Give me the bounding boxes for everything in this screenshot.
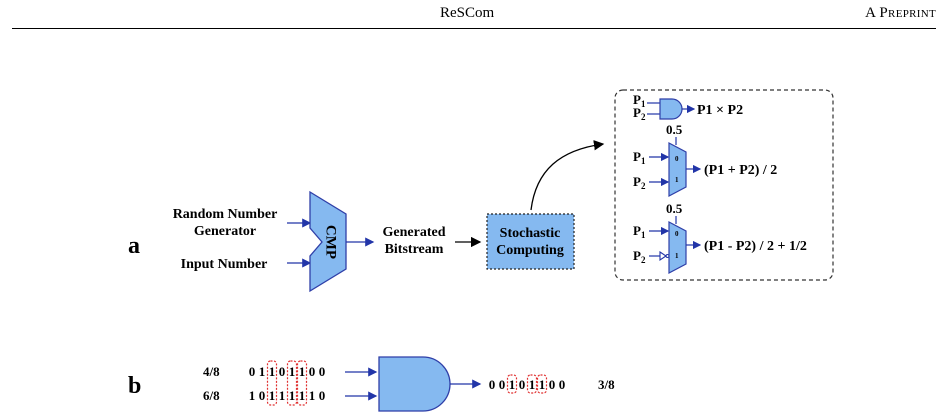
out-bit: 0: [549, 377, 556, 392]
in1-bit: 1: [299, 364, 306, 379]
in1-bit: 0: [319, 364, 326, 379]
out-bit: 1: [529, 377, 536, 392]
and-result: P1 × P2: [697, 103, 743, 118]
out-bit: 0: [489, 377, 496, 392]
in1-bit: 1: [259, 364, 266, 379]
mux-sub-p1: P1: [633, 223, 646, 240]
input-bit-highlight: [286, 360, 298, 406]
in2-bit: 1: [279, 388, 286, 403]
output-bit-highlight: [506, 374, 518, 394]
out-bit: 0: [559, 377, 566, 392]
mux-sub-in1: 1: [675, 252, 679, 260]
out-bit: 1: [509, 377, 516, 392]
mux-add-p2: P2: [633, 174, 646, 191]
mux-sub-result: (P1 - P2) / 2 + 1/2: [704, 239, 807, 254]
rng-label-line2: Generator: [194, 224, 256, 239]
bitstream-label-line2: Bitstream: [385, 242, 444, 257]
mux-add-op: 0.5 P1 P2 0 1 (P1 + P2) / 2: [633, 122, 777, 197]
mux-add-block: [668, 142, 687, 197]
in1-value: 4/8: [203, 364, 220, 379]
bitstream-label-line1: Generated: [383, 225, 446, 240]
output-bit-highlight: [526, 374, 538, 394]
out-bit: 1: [539, 377, 546, 392]
in1-bit: 1: [289, 364, 296, 379]
in2-bit: 0: [259, 388, 266, 403]
header-rule: [12, 28, 936, 29]
running-title: ReSCom: [440, 5, 495, 21]
and-op: P1 P2 P1 × P2: [633, 92, 743, 122]
mux-add-in0: 0: [675, 155, 679, 163]
out-bit: 0: [499, 377, 506, 392]
in1-bit: 1: [269, 364, 276, 379]
input-number-label: Input Number: [181, 257, 268, 272]
out-value: 3/8: [598, 377, 615, 392]
input-bit-highlight: [266, 360, 278, 406]
sc-label-line2: Computing: [496, 243, 564, 258]
preprint-label: A Preprint: [865, 5, 936, 21]
mux-add-in1: 1: [675, 176, 679, 184]
mux-sub-block: [668, 221, 687, 274]
input-bit-highlight: [296, 360, 308, 406]
page-header: ReSCom A Preprint: [0, 0, 948, 36]
mux-add-result: (P1 + P2) / 2: [704, 163, 777, 178]
rng-label-line1: Random Number: [173, 207, 278, 222]
inverter-icon: [659, 250, 667, 262]
out-bit: 0: [519, 377, 526, 392]
in1-bit: 0: [309, 364, 316, 379]
sc-label-line1: Stochastic: [500, 226, 561, 241]
mux-sub-op: 0.5 P1 P2 0 1 (P1 - P2) / 2 + 1/2: [633, 201, 807, 274]
in2-value: 6/8: [203, 388, 220, 403]
ops-box: [614, 89, 834, 281]
in1-bit: 0: [279, 364, 286, 379]
sc-curve-arrow: [530, 140, 605, 211]
sc-block: [486, 213, 575, 270]
in2-bit: 1: [309, 388, 316, 403]
in1-bit: 0: [249, 364, 256, 379]
mux-add-sel: 0.5: [666, 122, 683, 137]
mux-sub-p2: P2: [633, 248, 646, 265]
panel-a-label: a: [128, 233, 140, 259]
and-gate-small: [659, 98, 683, 120]
cmp-label: CMP: [323, 225, 339, 259]
bit-highlights: [266, 360, 548, 406]
panel-a: a Random Number Generator Input Number C…: [128, 89, 834, 293]
in2-bit: 1: [269, 388, 276, 403]
panel-b-label: b: [128, 373, 141, 399]
and-p2: P2: [633, 105, 646, 122]
mux-sub-in0: 0: [675, 230, 679, 238]
in2-bit: 0: [319, 388, 326, 403]
mux-sub-sel: 0.5: [666, 201, 683, 216]
in2-bit: 1: [289, 388, 296, 403]
cmp-block: [309, 190, 347, 293]
and-p1: P1: [633, 92, 646, 109]
in2-bit: 1: [249, 388, 256, 403]
and-gate-large: [378, 356, 451, 412]
output-bit-highlight: [536, 374, 548, 394]
mux-add-p1: P1: [633, 149, 646, 166]
in2-bit: 1: [299, 388, 306, 403]
